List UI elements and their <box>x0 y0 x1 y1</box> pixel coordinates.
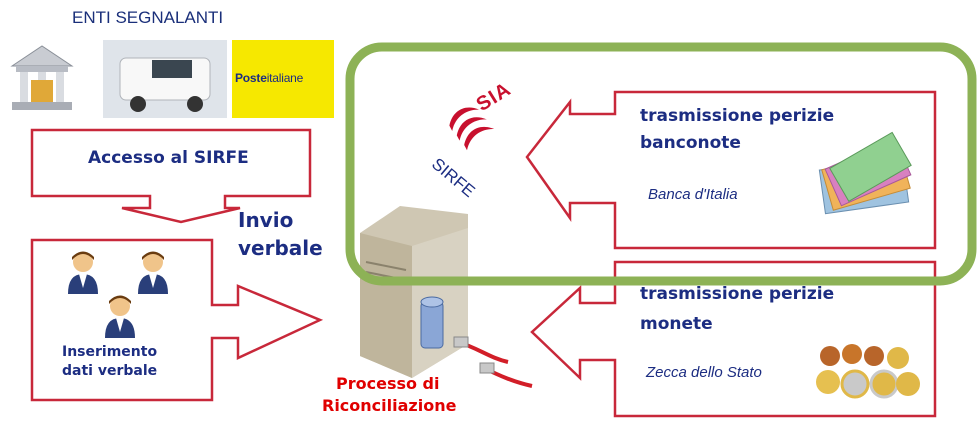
access-arrow <box>30 128 312 224</box>
poste-logo-bold: Poste <box>235 71 267 85</box>
input-label-line1: Inserimento <box>62 344 158 360</box>
coins-icon <box>816 344 920 399</box>
invio-label-line1: Invio <box>238 208 294 232</box>
user-icon <box>68 251 98 294</box>
banknotes-title-line1: trasmissione perizie <box>640 106 835 126</box>
sirfe-highlight-frame <box>345 42 977 286</box>
user-icon <box>138 251 168 294</box>
coins-title-line2: monete <box>640 314 713 334</box>
user-icon <box>105 295 135 338</box>
banknotes-source: Banca d'Italia <box>648 186 738 203</box>
coins-title-line1: trasmissione perizie <box>640 284 835 304</box>
van-icon <box>103 40 227 118</box>
process-label-line1: Processo di <box>336 374 440 393</box>
server-icon <box>360 206 468 378</box>
input-arrow <box>30 238 324 402</box>
banknotes-icon <box>818 131 912 215</box>
bank-icon <box>10 45 74 110</box>
page-title: ENTI SEGNALANTI <box>72 8 224 27</box>
banknotes-title-line2: banconote <box>640 133 741 153</box>
access-label: Accesso al SIRFE <box>88 148 249 168</box>
poste-logo-regular: italiane <box>266 71 304 85</box>
input-label-line2: dati verbale <box>62 363 158 379</box>
coins-source: Zecca dello Stato <box>646 364 762 381</box>
sia-logo <box>449 107 495 151</box>
network-cable-icon <box>453 336 533 388</box>
invio-label-line2: verbale <box>238 236 323 260</box>
poste-logo: Posteitaliane <box>232 40 334 118</box>
process-label-line2: Riconciliazione <box>322 396 457 415</box>
